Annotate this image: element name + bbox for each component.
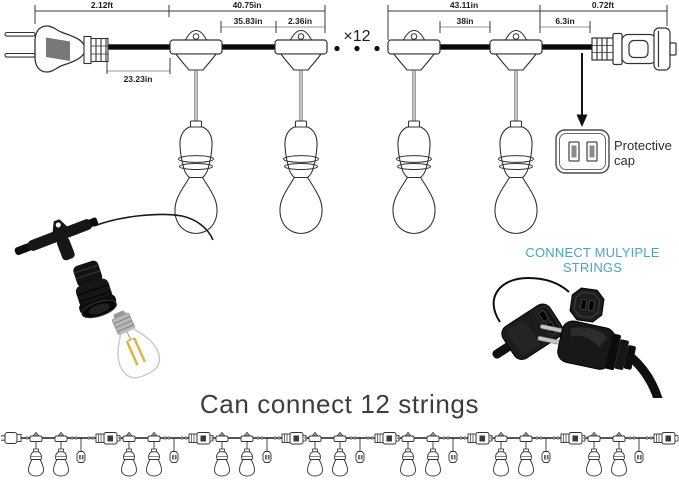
string-lights-strip-drawing [1,432,679,480]
dimension-label: 23.23in [124,74,153,84]
tee-socket-drawing [14,217,117,319]
caption-text: Can connect 12 strings [199,389,480,419]
strip-end-plug [1,432,22,444]
socket-bulb-photo [14,213,214,379]
connect-strings-heading-line2: STRINGS [562,259,623,275]
multi-connector-photo [492,276,664,398]
cord-wire-decoration [492,276,570,323]
protective-cap-connector-drawing [569,287,605,323]
cord-wire-decoration [93,213,214,241]
ellipsis-dots [334,45,380,52]
male-connector-drawing [537,320,664,398]
dimension-lines [34,5,668,74]
strip-lights-pattern [26,433,678,477]
connect-strings-heading: CONNECT MULYIPLE STRINGS [500,245,679,275]
dimension-label: 43.11in [450,0,478,10]
protective-cap-icon [555,129,610,174]
female-plug-drawing [591,27,677,71]
dimension-label: 40.75in [233,0,262,10]
dimension-label: 2.12ft [91,0,113,10]
repeat-count-label: ×12 [343,28,370,45]
female-connector-drawing [492,303,564,360]
edison-bulb-drawing [112,310,160,379]
dimension-label: 0.72ft [592,0,614,10]
dimension-label: 38in [456,16,473,26]
protective-cap-label: Protective [614,138,672,153]
dimension-label: 2.36in [288,16,312,26]
protective-cap-label: cap [614,153,635,168]
connect-strings-heading-line1: CONNECT MULYIPLE [525,245,660,260]
down-arrow-icon [576,53,588,127]
dimension-label: 35.83in [234,16,263,26]
dimension-label: 6.3in [555,16,574,26]
string-light-dimension-diagram: 2.12ft 40.75in 43.11in 0.72ft 35.83in 2.… [4,0,677,235]
male-plug-drawing [4,25,109,73]
hanging-bulb-drawing [174,69,538,235]
